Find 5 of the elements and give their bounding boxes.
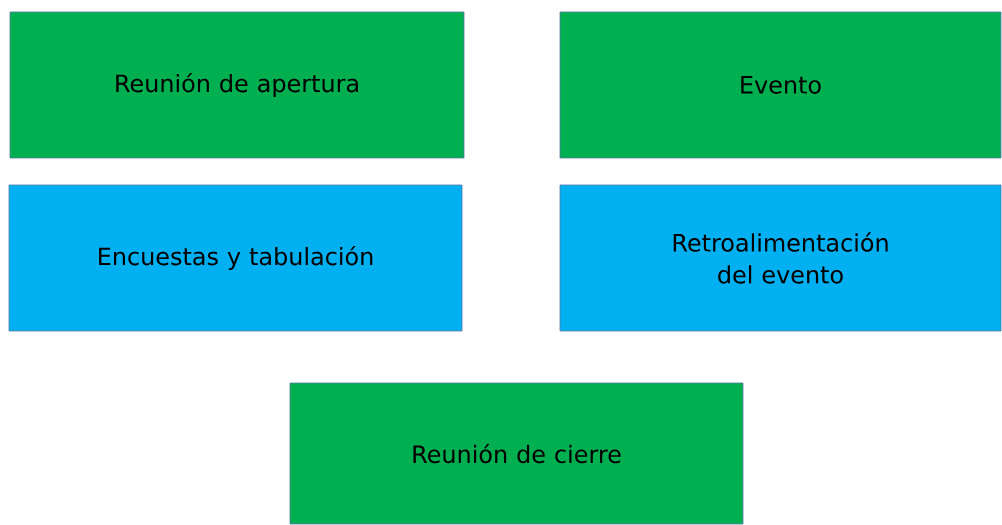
process-box: Reunión de apertura [9,11,465,159]
process-box: Encuestas y tabulación [8,184,463,332]
process-box: Retroalimentación del evento [559,184,1002,332]
process-box: Evento [559,11,1002,159]
process-box: Reunión de cierre [289,382,744,525]
